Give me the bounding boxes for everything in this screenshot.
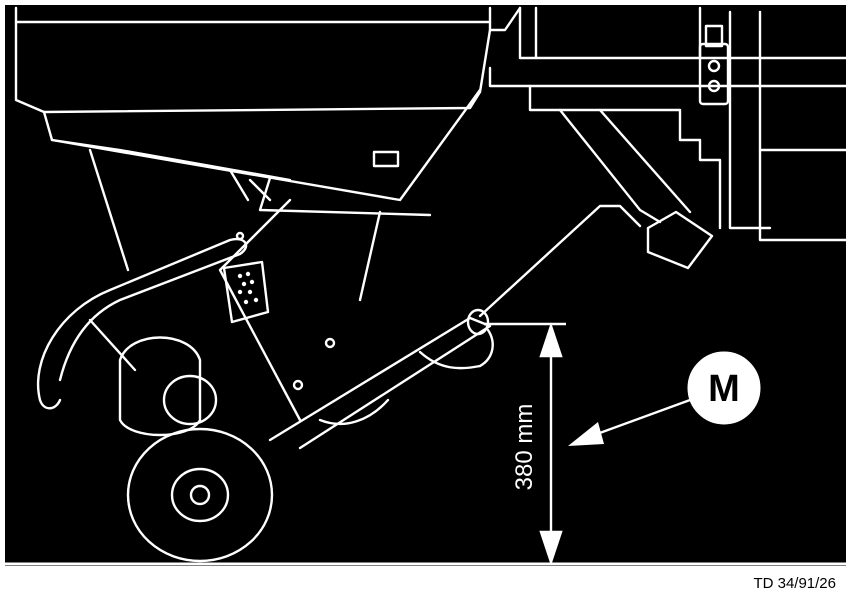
perforated-plate: [222, 260, 270, 324]
handle-brace: [88, 318, 137, 372]
wheel-hub: [170, 467, 230, 523]
inner-brace: [228, 168, 250, 202]
arm-curve-2: [418, 350, 482, 370]
dimension-label: 380 mm: [511, 404, 538, 491]
dimension-arrow-top: [539, 322, 563, 358]
bracket-hole-upper: [707, 59, 721, 73]
drum: [118, 336, 202, 437]
inner-brace-2: [248, 178, 272, 202]
rivet: [324, 337, 336, 349]
callout: M: [568, 351, 761, 446]
rivet: [292, 379, 304, 391]
frame-top: [488, 6, 522, 32]
funnel-lip: [258, 176, 432, 217]
arm-brace: [358, 210, 382, 302]
callout-circle: [687, 351, 761, 425]
drum-end: [162, 374, 218, 426]
wheel-axle: [189, 484, 211, 506]
rivet: [235, 231, 245, 241]
bracket-hole-lower: [707, 79, 721, 93]
bracket-cap: [704, 24, 724, 48]
callout-arrow-head: [568, 422, 604, 446]
arm-pivot: [466, 308, 490, 336]
dimension-arrow-bottom: [539, 530, 563, 566]
diagonal-strut: [558, 108, 662, 224]
handle-loop: [36, 237, 248, 402]
perforation-dots: [237, 271, 259, 305]
stepped-housing: [528, 84, 722, 230]
lower-curve: [318, 398, 390, 426]
frame-lower-rail: [758, 148, 848, 242]
small-slot: [372, 150, 400, 168]
diagram-background: [5, 5, 846, 597]
callout-label: M: [708, 368, 740, 410]
main-arm: [218, 198, 302, 422]
wheel: [126, 427, 274, 563]
left-leg: [88, 148, 130, 272]
linkage: [478, 204, 642, 318]
handle-end: [38, 398, 62, 410]
pedal-block: [646, 210, 714, 270]
arm-curve: [478, 328, 494, 368]
machine-outline: [14, 6, 848, 563]
mounting-bracket: [698, 42, 730, 106]
footer-strip: [5, 566, 846, 597]
frame-vertical: [728, 10, 772, 230]
frame-rail-upper: [518, 6, 848, 60]
adjustment-arm: [268, 316, 492, 450]
callout-leader: [585, 398, 691, 440]
hopper-funnel: [42, 88, 482, 202]
diagonal-strut-2: [598, 108, 692, 214]
funnel-inner: [50, 138, 292, 182]
dimension-indicator: [484, 322, 566, 566]
reference-code: TD 34/91/26: [753, 575, 836, 592]
